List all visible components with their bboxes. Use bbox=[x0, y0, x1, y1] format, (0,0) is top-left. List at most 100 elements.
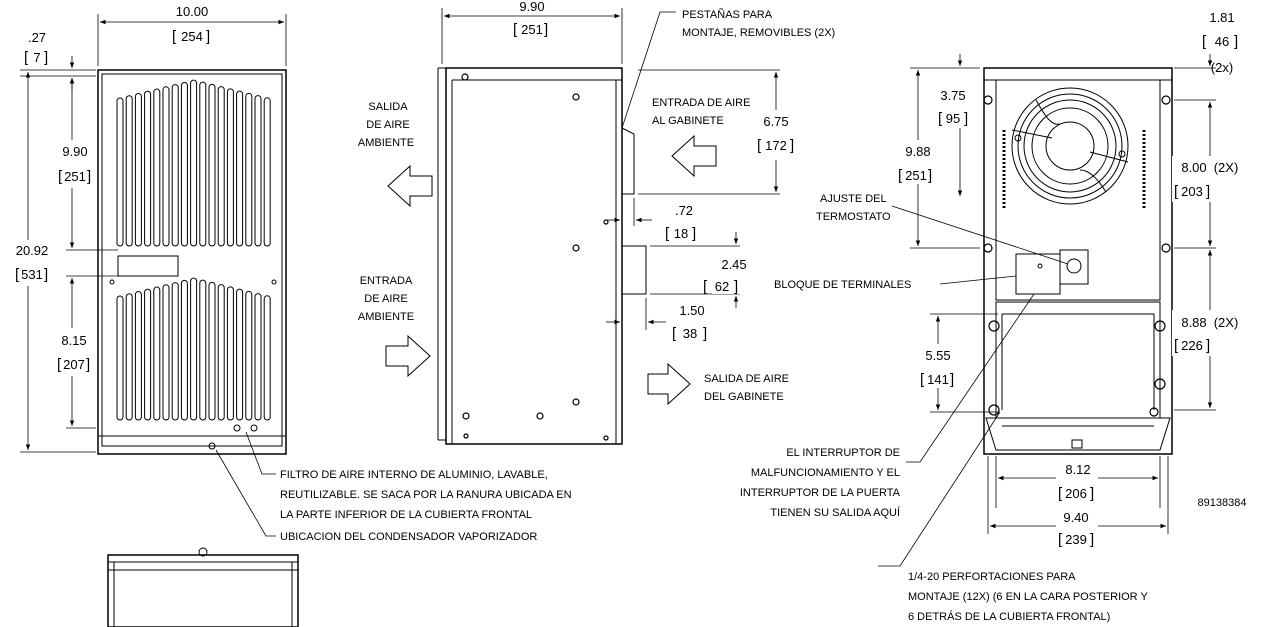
label-switch-4: TIENEN SU SALIDA AQUÍ bbox=[770, 506, 901, 519]
rear-mount-upper-mm: 203 bbox=[1181, 184, 1203, 199]
bracket: ] bbox=[206, 28, 210, 45]
side-inlet-in: 6.75 bbox=[763, 114, 788, 129]
side-box-depth-mm: 38 bbox=[683, 326, 697, 341]
louver-slot bbox=[190, 277, 198, 421]
bracket: [ bbox=[1174, 183, 1179, 200]
label-cabinet-in-2: AL GABINETE bbox=[652, 115, 724, 127]
bracket: ] bbox=[1206, 183, 1210, 200]
rear-thermo-in: 9.88 bbox=[905, 144, 930, 159]
cabinet-air-in-arrow bbox=[671, 134, 717, 178]
rear-view bbox=[983, 67, 1173, 455]
front-upper-mm: 251 bbox=[64, 169, 86, 184]
louver-slot bbox=[199, 279, 207, 421]
bracket: [ bbox=[1174, 337, 1179, 354]
louver-slot bbox=[245, 290, 253, 421]
bracket: [ bbox=[58, 168, 63, 185]
bracket: [ bbox=[57, 356, 62, 373]
label-holes-2: MONTAJE (12X) (6 EN LA CARA POSTERIOR Y bbox=[908, 591, 1148, 603]
front-height-mm: 531 bbox=[21, 267, 43, 282]
rear-thermo-mm: 251 bbox=[905, 168, 927, 183]
front-screw bbox=[271, 279, 277, 285]
bracket: ] bbox=[544, 21, 548, 38]
rear-low-in: 5.55 bbox=[925, 348, 950, 363]
bracket: [ bbox=[938, 110, 943, 127]
label-cabinet-in-1: ENTRADA DE AIRE bbox=[652, 97, 750, 109]
rear-width-outer-mm: 239 bbox=[1065, 532, 1087, 547]
bracket: ] bbox=[1234, 33, 1238, 50]
side-depth-mm: 251 bbox=[521, 22, 543, 37]
louver-slot bbox=[171, 84, 179, 247]
label-thermostat-2: TERMOSTATO bbox=[816, 211, 891, 223]
rear-fan-mm: 95 bbox=[946, 111, 960, 126]
louver-slot bbox=[217, 284, 225, 421]
bracket: ] bbox=[1206, 337, 1210, 354]
terminal-box bbox=[621, 245, 647, 295]
front-lower-mm: 207 bbox=[63, 357, 85, 372]
front-width-in: 10.00 bbox=[176, 4, 209, 19]
bracket: [ bbox=[1058, 531, 1063, 548]
side-body bbox=[445, 67, 623, 445]
label-flanges-line-1: PESTAÑAS PARA bbox=[682, 8, 773, 21]
bracket: ] bbox=[703, 325, 707, 342]
front-offset-mm: 7 bbox=[33, 50, 40, 65]
front-body bbox=[97, 69, 287, 455]
rear-low-mm: 141 bbox=[927, 372, 949, 387]
mask bbox=[902, 140, 936, 184]
lower-louvers bbox=[116, 277, 271, 421]
mask bbox=[1172, 310, 1238, 356]
note-filter-line-3: LA PARTE INFERIOR DE LA CUBIERTA FRONTAL bbox=[280, 509, 532, 521]
upper-louvers bbox=[116, 79, 271, 247]
louver-slot bbox=[254, 293, 262, 421]
bracket: [ bbox=[1202, 33, 1207, 50]
note-filter-line-1: FILTRO DE AIRE INTERNO DE ALUMINIO, LAVA… bbox=[280, 469, 548, 481]
bracket: ] bbox=[790, 137, 794, 154]
louver-slot bbox=[162, 284, 170, 421]
bracket: ] bbox=[44, 49, 48, 66]
bottom-view bbox=[107, 547, 299, 627]
louver-slot bbox=[162, 86, 170, 247]
label-ambient-in-1: ENTRADA bbox=[360, 275, 413, 287]
label-switch-1: EL INTERRUPTOR DE bbox=[786, 447, 900, 459]
label-thermostat-1: AJUSTE DEL bbox=[820, 193, 887, 205]
rear-mount-upper-in: 8.00 bbox=[1181, 160, 1206, 175]
louver-slot bbox=[254, 95, 262, 247]
side-flange-in: .72 bbox=[675, 203, 693, 218]
louver-slot bbox=[208, 281, 216, 421]
side-box-mm: 62 bbox=[715, 279, 729, 294]
mask bbox=[14, 240, 50, 286]
louver-slot bbox=[217, 86, 225, 247]
filter-note-leader bbox=[215, 431, 276, 537]
front-height-in: 20.92 bbox=[16, 243, 49, 258]
ambient-air-in-arrow bbox=[385, 334, 431, 378]
louver-slot bbox=[125, 95, 133, 247]
label-switch-2: MALFUNCIONAMIENTO Y EL bbox=[751, 467, 900, 479]
rear-top-in: 1.81 bbox=[1209, 10, 1234, 25]
front-upper-in: 9.90 bbox=[62, 144, 87, 159]
mask bbox=[922, 344, 956, 388]
side-inlet-mm: 172 bbox=[765, 138, 787, 153]
louver-slot bbox=[116, 295, 124, 421]
front-width-mm: 254 bbox=[181, 29, 203, 44]
front-label-plate bbox=[117, 255, 179, 277]
mask bbox=[1056, 466, 1098, 506]
bracket: [ bbox=[672, 325, 677, 342]
bracket: [ bbox=[920, 371, 925, 388]
side-depth-in: 9.90 bbox=[519, 0, 544, 14]
louver-slot bbox=[134, 93, 142, 247]
label-ambient-out-2: DE AIRE bbox=[366, 119, 409, 131]
front-panel bbox=[101, 73, 283, 447]
front-offset-in: .27 bbox=[28, 30, 46, 45]
front-screw bbox=[233, 424, 241, 432]
condenser-location bbox=[208, 442, 216, 450]
bracket: [ bbox=[1058, 485, 1063, 502]
bracket: ] bbox=[950, 371, 954, 388]
side-view bbox=[437, 67, 647, 445]
rear-top-mm: 46 bbox=[1215, 34, 1229, 49]
label-holes-3: 6 DETRÁS DE LA CUBIERTA FRONTAL) bbox=[908, 610, 1110, 623]
side-screws bbox=[461, 73, 609, 441]
louver-slot bbox=[125, 293, 133, 421]
bracket: ] bbox=[964, 110, 968, 127]
bracket: ] bbox=[1090, 531, 1094, 548]
air-arrows bbox=[385, 134, 717, 406]
label-ambient-out-3: AMBIENTE bbox=[358, 137, 414, 149]
